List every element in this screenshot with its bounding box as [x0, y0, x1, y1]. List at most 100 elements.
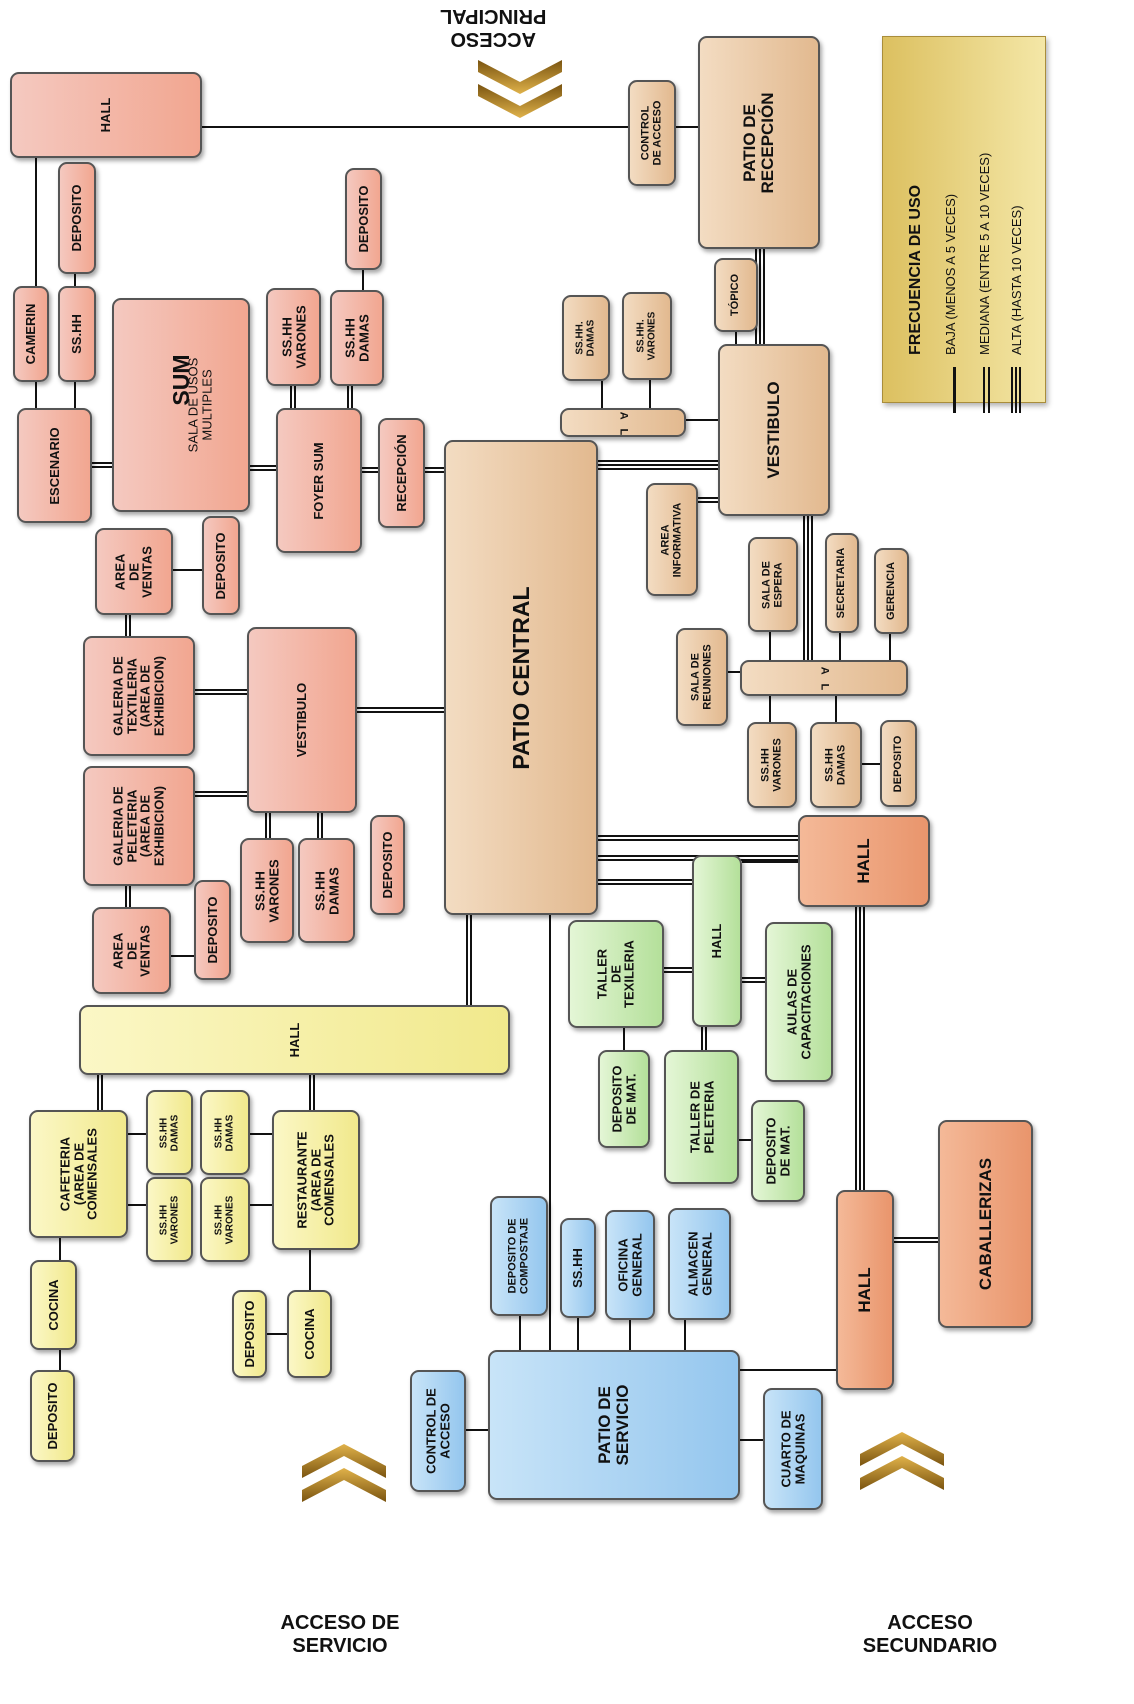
connection-line: [97, 1075, 99, 1110]
connection-line: [859, 907, 861, 1190]
connection-line: [769, 632, 771, 660]
acceso-servicio-label: ACCESO DE SERVICIO: [280, 1612, 400, 1657]
connection-line: [362, 467, 378, 469]
space-label: SS.HH. VARONES: [635, 311, 658, 361]
space-deposito-2: DEPOSITO: [345, 168, 382, 270]
space-label: DEPOSITO: [241, 1300, 257, 1368]
space-sshh-varones-6: SS.HH VARONES: [200, 1177, 250, 1262]
space-label: DEPOSITO DE MAT.: [763, 1117, 792, 1185]
connection-line: [74, 274, 76, 286]
connection-line: [863, 907, 865, 1190]
space-sshh-damas-6: SS.HH DAMAS: [200, 1090, 250, 1175]
connection-line: [35, 158, 37, 286]
connection-line: [125, 886, 127, 907]
connection-line: [629, 1320, 631, 1350]
connection-line: [128, 1204, 146, 1206]
connection-line: [549, 915, 551, 1350]
connection-line: [195, 795, 247, 797]
space-control-acceso-1: CONTROL DE ACCESO: [628, 80, 676, 186]
space-label: GALERIA DE PELETERIA (AREA DE EXHIBICION…: [110, 785, 167, 867]
space-patio-servicio: PATIO DE SERVICIO: [488, 1350, 740, 1500]
space-restaurante: RESTAURANTE (AREA DE COMENSALES: [272, 1110, 360, 1250]
connection-line: [317, 813, 319, 838]
space-label: SS.HH DAMAS: [213, 1114, 236, 1151]
connection-line: [250, 469, 276, 471]
space-deposito-1: DEPOSITO: [58, 162, 96, 274]
legend-item-low: BAJA (MENOS A 5 VECES): [943, 193, 958, 355]
connection-line: [202, 126, 698, 128]
acceso-principal-arrow: [478, 60, 562, 118]
connection-line: [894, 1237, 938, 1239]
connection-line: [623, 1028, 625, 1050]
legend: FRECUENCIA DE USO BAJA (MENOS A 5 VECES)…: [882, 36, 1046, 413]
connection-line: [701, 1027, 703, 1050]
connection-line: [598, 839, 798, 841]
space-label: DEPOSITO: [204, 896, 220, 964]
space-label: SS.HH VARONES: [158, 1195, 180, 1244]
space-label: DEPOSITO DE MAT.: [609, 1065, 638, 1133]
space-label: TALLER DE TEXILERIA: [594, 940, 637, 1008]
space-recepcion: RECEPCIÓN: [378, 418, 425, 528]
connection-line: [855, 907, 857, 1190]
connection-line: [598, 468, 718, 470]
connection-line: [686, 419, 718, 421]
connection-line: [195, 689, 247, 691]
space-label: SS.HH DAMAS: [823, 744, 847, 786]
connection-line: [598, 883, 692, 885]
space-sala-reuniones: SALA DE REUNIONES: [676, 628, 728, 726]
space-cafeteria: CAFETERIA (AREA DE COMENSALES: [29, 1110, 128, 1238]
space-sshh-damas-2: SS.HH. DAMAS: [562, 295, 610, 381]
connection-line: [269, 813, 271, 838]
connection-line: [101, 1075, 103, 1110]
space-label: VESTIBULO: [294, 682, 310, 758]
space-label: OFICINA GENERAL: [615, 1233, 644, 1297]
space-taller-peleteria: TALLER DE PELETERIA: [664, 1050, 739, 1184]
space-label: DEPOSITO DE COMPOSTAJE: [506, 1217, 530, 1295]
space-label: DEPOSITO: [213, 532, 229, 599]
space-vestibulo-2: VESTIBULO: [247, 627, 357, 813]
connection-line: [74, 382, 76, 408]
space-area-ventas-1: AREA DE VENTAS: [95, 528, 173, 615]
space-sshh-1: SS.HH: [58, 286, 96, 382]
connection-line: [250, 1133, 272, 1135]
connection-line: [466, 915, 468, 1005]
sum-subtitle: SALA DE USOS MULTIPLES: [185, 357, 214, 453]
space-label: DEPOSITO: [44, 1382, 60, 1450]
connection-line: [740, 1369, 836, 1371]
connection-line: [835, 696, 837, 722]
connection-line: [129, 886, 131, 907]
space-label: PATIO DE RECEPCIÓN: [740, 91, 777, 194]
space-deposito-mat-1: DEPOSITO DE MAT.: [598, 1050, 650, 1148]
connection-line: [171, 955, 194, 957]
space-patio-recepcion: PATIO DE RECEPCIÓN: [698, 36, 820, 249]
connection-line: [357, 711, 444, 713]
connection-line: [309, 1075, 311, 1110]
connection-line: [598, 464, 718, 466]
connection-line: [698, 501, 718, 503]
space-sala-espera: SALA DE ESPERA: [748, 537, 798, 632]
space-hall-top: HALL: [10, 72, 202, 158]
space-label: CAFETERIA (AREA DE COMENSALES: [57, 1128, 100, 1220]
space-label: RESTAURANTE (AREA DE COMENSALES: [294, 1131, 337, 1229]
connection-line: [598, 835, 798, 837]
space-label: COCINA: [45, 1279, 61, 1331]
space-label: SALA DE REUNIONES: [689, 644, 713, 710]
connection-line: [664, 967, 692, 969]
space-label: CAMERIN: [23, 303, 39, 365]
legend-key-low: [953, 367, 956, 413]
space-sshh-varones-5: SS.HH VARONES: [146, 1177, 193, 1262]
space-deposito-compostaje: DEPOSITO DE COMPOSTAJE: [490, 1196, 548, 1316]
connection-line: [649, 380, 651, 408]
space-label: DEPOSITO: [891, 735, 904, 792]
space-aulas-capacitaciones: AULAS DE CAPACITACIONES: [765, 922, 833, 1082]
connection-line: [347, 386, 349, 408]
connection-line: [466, 1429, 488, 1431]
connection-line: [889, 634, 891, 660]
legend-key-high: [1011, 367, 1013, 413]
space-camerin: CAMERIN: [13, 286, 49, 382]
connection-line: [92, 462, 112, 464]
connection-line: [267, 1333, 287, 1335]
connection-line: [735, 332, 737, 344]
